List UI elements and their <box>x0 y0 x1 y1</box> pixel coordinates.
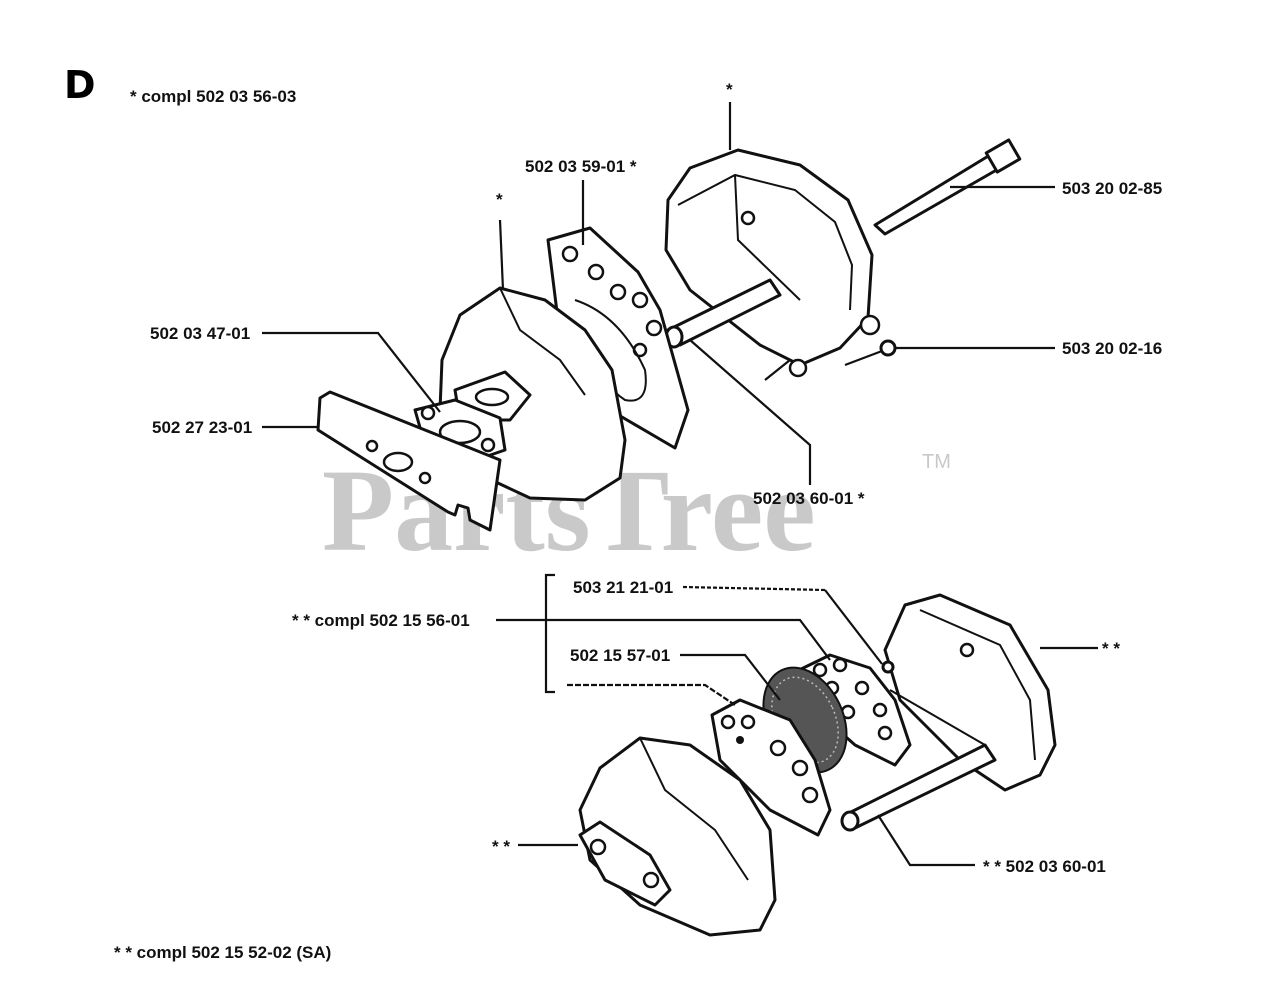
mounting-plate <box>316 390 502 532</box>
label-plate: 502 27 23-01 <box>152 418 252 437</box>
lower-pin <box>840 689 997 832</box>
lower-gasket-front <box>710 698 832 837</box>
label-lower-pin: * * 502 03 60-01 <box>983 857 1106 876</box>
label-bolt: 503 20 02-85 <box>1062 179 1162 198</box>
leader-gasket-front <box>567 683 736 706</box>
lower-muffler-body <box>578 736 777 937</box>
leader-star-body <box>498 219 505 291</box>
label-pin: 502 03 60-01 * <box>753 489 865 508</box>
label-gasket: 502 03 59-01 * <box>525 157 637 176</box>
upper-gasket <box>546 226 690 450</box>
leader-pin <box>689 339 812 485</box>
watermark-trademark: TM <box>922 451 951 473</box>
label-body-star: * * <box>492 837 510 856</box>
label-star-cover: * <box>726 80 733 99</box>
label-screw: 503 20 02-16 <box>1062 339 1162 358</box>
lower-muffler-cover <box>883 593 1057 792</box>
long-bolt <box>873 138 1022 236</box>
bracket <box>544 573 555 694</box>
upper-complete-note: * compl 502 03 56-03 <box>130 87 296 106</box>
label-screen: 502 15 57-01 <box>570 646 670 665</box>
lower-complete-note: * * compl 502 15 52-02 (SA) <box>114 943 331 962</box>
label-star-body: * <box>496 190 503 209</box>
leader-503-21-21 <box>682 585 826 592</box>
leader-screen <box>680 653 781 701</box>
leader-cover-foot <box>764 359 791 381</box>
leader-503-21-21-b <box>824 589 883 665</box>
label-lower-complete: * * compl 502 15 56-01 <box>292 611 470 630</box>
section-letter: D <box>64 63 96 107</box>
leader-complete <box>496 618 831 661</box>
leader-lower-pin <box>877 814 975 867</box>
label-small-gasket: 502 03 47-01 <box>150 324 250 343</box>
upper-muffler-cover <box>664 148 881 378</box>
leader-small-gasket <box>262 331 441 413</box>
label-503-21-21: 503 21 21-01 <box>573 578 673 597</box>
label-cover-star: * * <box>1102 639 1120 658</box>
screw <box>844 339 897 367</box>
